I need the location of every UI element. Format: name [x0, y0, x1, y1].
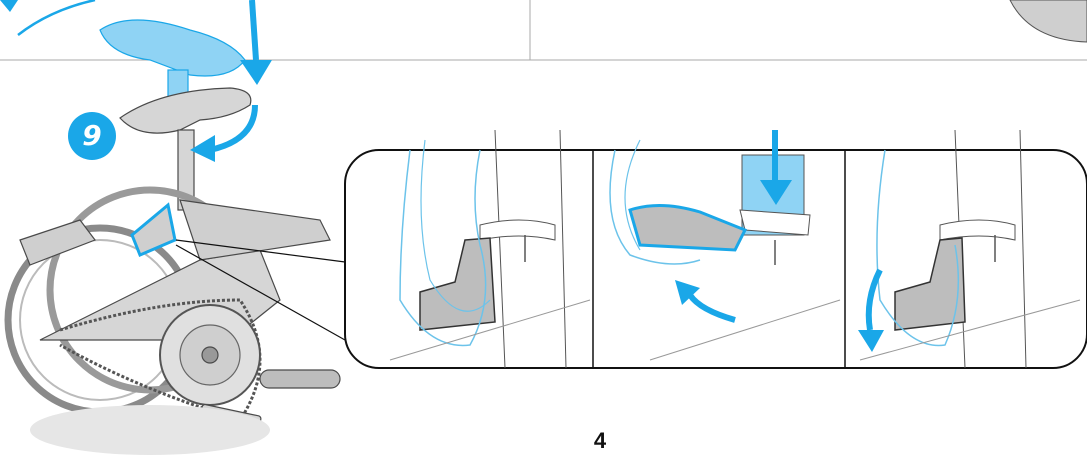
previous-step-part	[1010, 0, 1087, 42]
previous-step-arc	[18, 0, 95, 35]
ghost-saddle	[100, 20, 245, 76]
detail-callout	[345, 150, 1087, 368]
down-arrow-icon	[240, 0, 272, 85]
ground-shadow	[30, 405, 270, 455]
saddle	[120, 88, 251, 133]
seat-clamp-highlight	[132, 205, 175, 255]
step-number-badge: 9	[68, 112, 116, 160]
previous-step-arrow-tip	[0, 0, 18, 12]
page-number: 4	[585, 428, 615, 454]
